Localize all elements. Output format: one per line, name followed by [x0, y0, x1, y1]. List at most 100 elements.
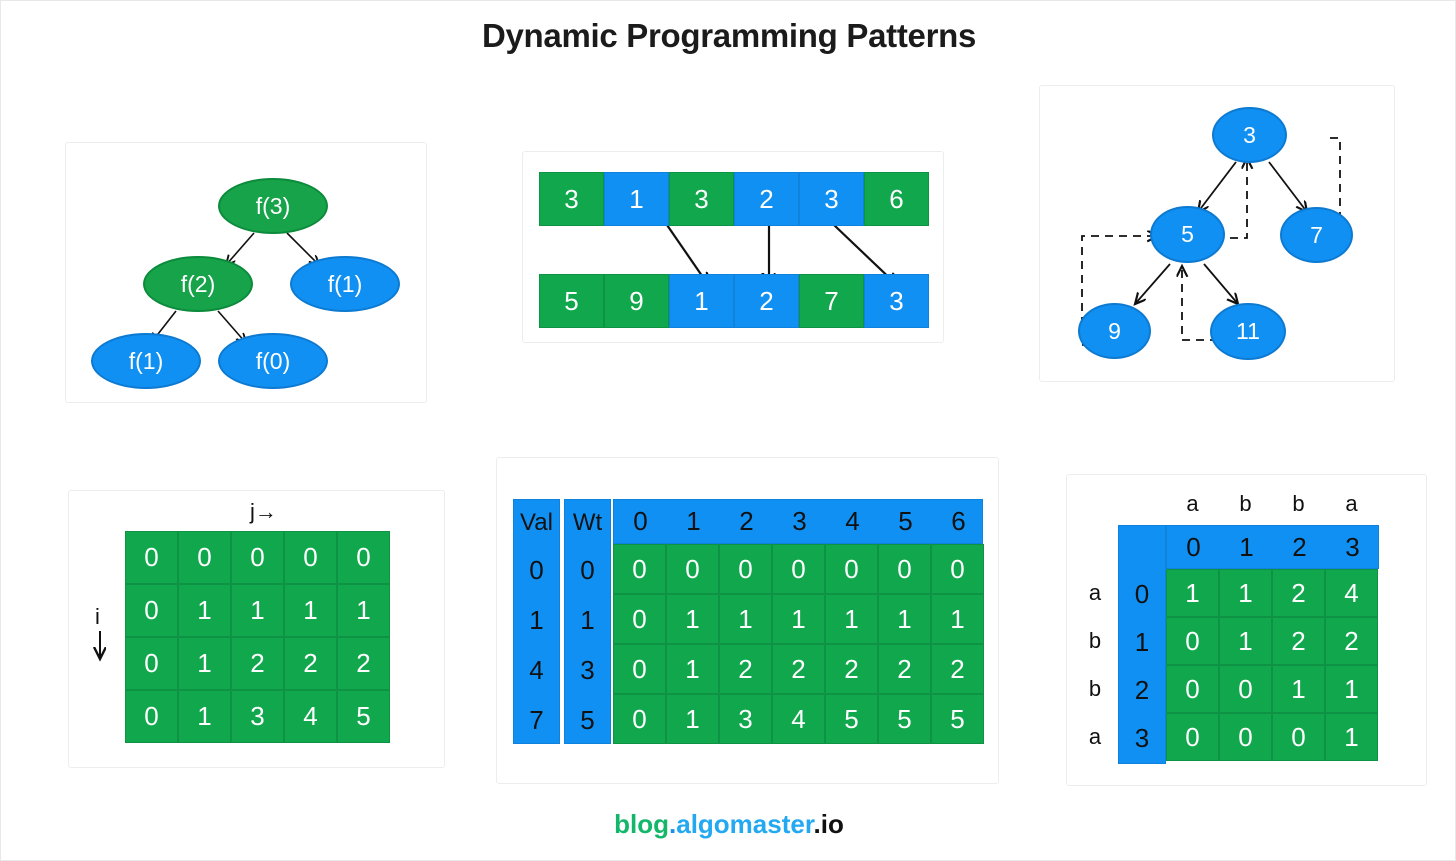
lcs-cell[interactable]: 2	[1325, 617, 1378, 665]
dp-grid-cell[interactable]: 2	[337, 637, 390, 690]
knapsack-cell[interactable]: 2	[772, 644, 825, 694]
tree-node-f2[interactable]: f(2)	[143, 256, 253, 312]
memo-node-5[interactable]: 5	[1150, 206, 1225, 263]
knapsack-cell[interactable]: 1	[666, 644, 719, 694]
knapsack-cell[interactable]: 0	[878, 544, 931, 594]
knapsack-cell[interactable]: 0	[613, 694, 666, 744]
dp-grid-cell[interactable]: 2	[231, 637, 284, 690]
lcs-cell[interactable]: 1	[1166, 569, 1219, 617]
footer-brand[interactable]: blog.algomaster.io	[1, 809, 1455, 840]
dp-grid-cell[interactable]: 4	[284, 690, 337, 743]
knapsack-wt-cell[interactable]: 3	[565, 645, 610, 695]
knapsack-wt-cell[interactable]: 0	[565, 545, 610, 595]
tree-node-f1-left[interactable]: f(1)	[91, 333, 201, 389]
array-bottom-cell[interactable]: 2	[734, 274, 799, 328]
knapsack-cell[interactable]: 1	[719, 594, 772, 644]
dp-grid-cell[interactable]: 1	[178, 690, 231, 743]
dp-grid-cell[interactable]: 0	[125, 637, 178, 690]
knapsack-cell[interactable]: 3	[719, 694, 772, 744]
knapsack-cell[interactable]: 2	[719, 644, 772, 694]
dp-grid-cell[interactable]: 0	[125, 584, 178, 637]
knapsack-cell[interactable]: 1	[878, 594, 931, 644]
lcs-cell[interactable]: 1	[1325, 665, 1378, 713]
dp-grid-cell[interactable]: 0	[125, 690, 178, 743]
knapsack-cell[interactable]: 5	[825, 694, 878, 744]
knapsack-cell[interactable]: 1	[666, 594, 719, 644]
array-bottom-cell[interactable]: 3	[864, 274, 929, 328]
memo-node-3[interactable]: 3	[1212, 107, 1287, 163]
knapsack-val-cell[interactable]: 0	[514, 545, 559, 595]
knapsack-cell[interactable]: 0	[666, 544, 719, 594]
knapsack-cell[interactable]: 0	[613, 644, 666, 694]
lcs-cell[interactable]: 0	[1272, 713, 1325, 761]
dp-grid-cell[interactable]: 0	[284, 531, 337, 584]
array-top-cell[interactable]: 3	[799, 172, 864, 226]
knapsack-cell[interactable]: 0	[825, 544, 878, 594]
array-top-cell[interactable]: 2	[734, 172, 799, 226]
memo-node-7[interactable]: 7	[1280, 207, 1353, 263]
knapsack-wt-cell[interactable]: 5	[565, 695, 610, 745]
array-top-cell[interactable]: 1	[604, 172, 669, 226]
lcs-cell[interactable]: 1	[1219, 617, 1272, 665]
lcs-cell[interactable]: 2	[1272, 617, 1325, 665]
cell-value: 0	[791, 553, 806, 584]
knapsack-cell[interactable]: 4	[772, 694, 825, 744]
dp-grid-cell[interactable]: 2	[284, 637, 337, 690]
knapsack-cell[interactable]: 1	[772, 594, 825, 644]
lcs-cell[interactable]: 4	[1325, 569, 1378, 617]
knapsack-cell[interactable]: 1	[931, 594, 984, 644]
dp-grid-cell[interactable]: 0	[178, 531, 231, 584]
knapsack-capacity-header: 3	[773, 500, 826, 543]
lcs-top-index: 3	[1326, 526, 1379, 568]
memo-node-11[interactable]: 11	[1210, 303, 1286, 360]
knapsack-cell[interactable]: 0	[613, 544, 666, 594]
knapsack-cell[interactable]: 1	[825, 594, 878, 644]
lcs-cell[interactable]: 0	[1166, 617, 1219, 665]
dp-grid-cell[interactable]: 1	[337, 584, 390, 637]
memo-node-9[interactable]: 9	[1078, 303, 1151, 359]
knapsack-cell[interactable]: 0	[931, 544, 984, 594]
knapsack-cell[interactable]: 1	[666, 694, 719, 744]
knapsack-cell[interactable]: 0	[613, 594, 666, 644]
knapsack-val-cell[interactable]: 4	[514, 645, 559, 695]
knapsack-cell[interactable]: 2	[825, 644, 878, 694]
lcs-cell[interactable]: 1	[1219, 569, 1272, 617]
array-bottom-cell[interactable]: 1	[669, 274, 734, 328]
tree-node-f1-right[interactable]: f(1)	[290, 256, 400, 312]
array-top-cell[interactable]: 3	[539, 172, 604, 226]
lcs-cell[interactable]: 2	[1272, 569, 1325, 617]
array-bottom-cell[interactable]: 5	[539, 274, 604, 328]
dp-grid-cell[interactable]: 1	[231, 584, 284, 637]
knapsack-val-cell[interactable]: 1	[514, 595, 559, 645]
dp-grid-cell[interactable]: 5	[337, 690, 390, 743]
lcs-cell[interactable]: 0	[1166, 713, 1219, 761]
dp-grid-cell[interactable]: 0	[125, 531, 178, 584]
array-bottom-cell[interactable]: 7	[799, 274, 864, 328]
dp-grid-cell[interactable]: 1	[284, 584, 337, 637]
knapsack-cell[interactable]: 2	[931, 644, 984, 694]
knapsack-wt-cell[interactable]: 1	[565, 595, 610, 645]
dp-grid-cell[interactable]: 3	[231, 690, 284, 743]
array-top-cell[interactable]: 3	[669, 172, 734, 226]
knapsack-val-cell[interactable]: 7	[514, 695, 559, 745]
knapsack-cell[interactable]: 0	[719, 544, 772, 594]
lcs-cell[interactable]: 0	[1166, 665, 1219, 713]
array-bottom-cell[interactable]: 9	[604, 274, 669, 328]
knapsack-cell[interactable]: 5	[878, 694, 931, 744]
dp-grid-cell[interactable]: 1	[178, 584, 231, 637]
dp-grid-cell[interactable]: 1	[178, 637, 231, 690]
array-top-cell[interactable]: 6	[864, 172, 929, 226]
knapsack-cell[interactable]: 0	[772, 544, 825, 594]
dp-grid-cell[interactable]: 0	[231, 531, 284, 584]
tree-node-f3[interactable]: f(3)	[218, 178, 328, 234]
lcs-cell[interactable]: 1	[1325, 713, 1378, 761]
lcs-cell[interactable]: 0	[1219, 665, 1272, 713]
knapsack-cell[interactable]: 5	[931, 694, 984, 744]
lcs-cell[interactable]: 1	[1272, 665, 1325, 713]
lcs-cell[interactable]: 0	[1219, 713, 1272, 761]
tree-node-f0[interactable]: f(0)	[218, 333, 328, 389]
knapsack-cell[interactable]: 2	[878, 644, 931, 694]
dp-grid-cell[interactable]: 0	[337, 531, 390, 584]
header-text: Wt	[572, 508, 603, 536]
memo-node-label: 9	[1108, 317, 1121, 344]
